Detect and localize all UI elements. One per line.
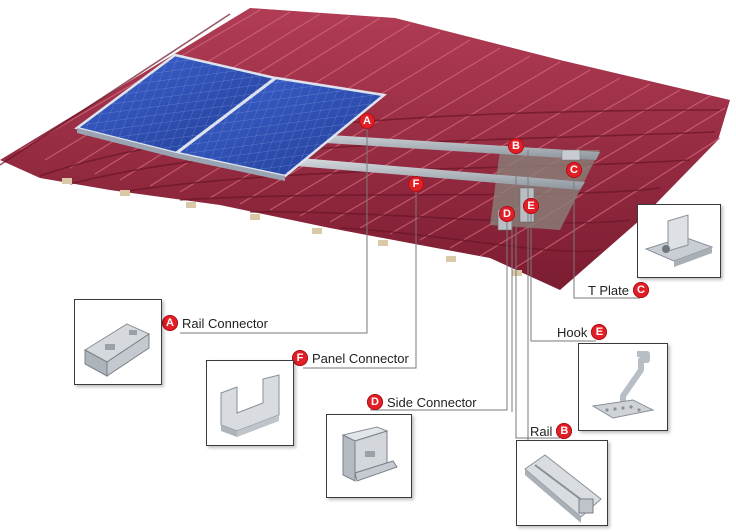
roof-battens [62,178,522,276]
t-plate-photo [637,204,721,278]
badge-a: A [162,315,178,331]
rail-label: Rail [530,423,553,439]
badge-c: C [632,282,649,298]
callout-hook: Hook E [557,324,608,340]
panel-connector-label: Panel Connector [312,350,409,366]
marker-c: C [566,162,582,178]
hook-label: Hook [557,324,588,340]
rail-connector-label: Rail Connector [182,315,268,331]
t-plate-label: T Plate [588,282,629,298]
side-connector-photo [326,414,412,498]
marker-d: D [499,206,515,222]
callout-rail: Rail B [530,423,573,439]
solar-panels [74,53,387,181]
rail-connector-photo [74,299,162,385]
callout-panel-connector: F Panel Connector [292,350,409,366]
badge-d: D [367,394,383,410]
hook-photo [578,343,668,431]
marker-f: F [408,176,424,192]
callout-side-connector: D Side Connector [367,394,477,410]
side-connector-label: Side Connector [387,394,477,410]
callout-t-plate: T Plate C [588,282,649,298]
badge-b: B [556,423,573,439]
badge-e: E [591,324,608,340]
marker-b: B [508,138,524,154]
panel-connector-photo [206,360,294,446]
rail-photo [516,440,608,526]
badge-f: F [292,350,308,366]
marker-a: A [359,113,375,129]
callout-rail-connector: A Rail Connector [162,315,268,331]
marker-e: E [523,198,539,214]
